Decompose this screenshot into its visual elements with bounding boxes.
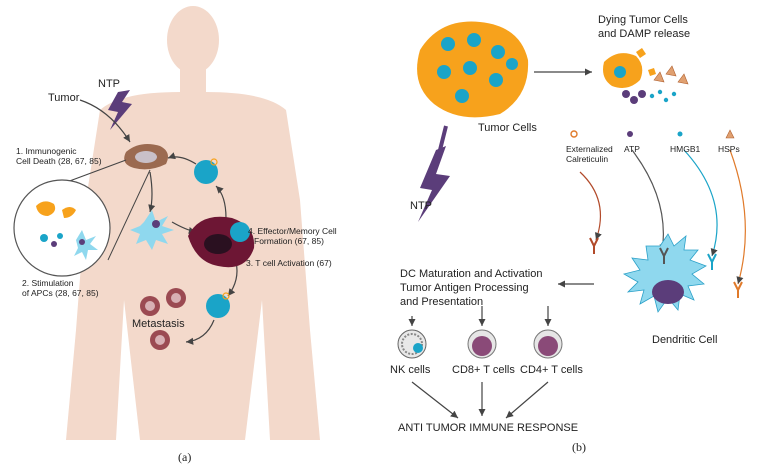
dc-label-line1: DC Maturation and Activation (400, 268, 543, 280)
hsps-label: HSPs (718, 144, 740, 154)
ntp-label-b: NTP (410, 200, 432, 212)
step1-label-line2: Cell Death (28, 67, 85) (16, 156, 102, 166)
cd8-label: CD8+ T cells (452, 364, 515, 376)
ntp-lightning-icon-b (418, 146, 450, 222)
hsps-path (729, 149, 746, 285)
step2-label-line1: 2. Stimulation (22, 278, 74, 288)
hmgb1-label: HMGB1 (670, 144, 701, 154)
calreticulin-label-line1: Externalized (566, 144, 613, 154)
metastasis-label: Metastasis (132, 318, 185, 330)
metastasis-cells (140, 288, 186, 350)
tumor-cells-label: Tumor Cells (478, 122, 537, 134)
calreticulin-label-line2: Calreticulin (566, 154, 609, 164)
dc-label-line2: Tumor Antigen Processing (400, 282, 529, 294)
atp-icon (627, 131, 633, 137)
step4-label-line1: 4. Effector/Memory Cell (248, 226, 337, 236)
step2-label-line2: of APCs (28, 67, 85) (22, 288, 99, 298)
arrow-activation-to-effector (215, 185, 227, 219)
dendritic-cell-label: Dendritic Cell (652, 334, 718, 346)
hsps-icon (725, 129, 735, 139)
t-cell-lower (206, 292, 230, 318)
dendritic-cell (589, 233, 743, 313)
tumor-cells-cluster (417, 21, 529, 118)
nk-label: NK cells (390, 364, 431, 376)
cd4-label: CD4+ T cells (520, 364, 583, 376)
hmgb1-path (683, 149, 718, 257)
tumor-arrow (79, 99, 131, 143)
arrow-cd4-to-response (505, 381, 549, 419)
zoom-circle (13, 159, 151, 277)
arrow-effector-to-tumor (167, 152, 197, 165)
step3-label: 3. T cell Activation (67) (246, 258, 332, 268)
activated-tumor-cluster (188, 216, 255, 268)
cd4-t-cell (533, 329, 563, 359)
step4-label-line2: Formation (67, 85) (254, 236, 324, 246)
hmgb1-icon (677, 131, 683, 137)
step1-label-line1: 1. Immunogenic (16, 146, 77, 156)
ntp-lightning-icon (108, 90, 132, 130)
tumor-label: Tumor (48, 92, 80, 104)
cd8-t-cell (467, 329, 497, 359)
dc-label-line3: and Presentation (400, 296, 484, 308)
dying-tumor-cells (603, 48, 689, 104)
dying-label-line2: and DAMP release (598, 28, 691, 40)
response-label: ANTI TUMOR IMMUNE RESPONSE (398, 422, 579, 434)
calreticulin-path (579, 171, 602, 241)
dying-label-line1: Dying Tumor Cells (598, 14, 688, 26)
calreticulin-icon (570, 130, 578, 138)
ntp-label: NTP (98, 78, 120, 90)
arrow-nk-to-response (411, 381, 459, 419)
human-body-silhouette (66, 6, 320, 440)
caption-b: (b) (572, 440, 586, 454)
atp-label: ATP (624, 144, 640, 154)
nk-cell (397, 329, 427, 359)
atp-path (631, 149, 667, 253)
arrow-tumor-to-apc (148, 171, 156, 213)
tumor-cell (124, 144, 168, 170)
apc-dendritic-cell (130, 210, 174, 250)
caption-a: (a) (178, 450, 192, 464)
arrow-tcell-to-metastasis (185, 319, 215, 345)
effector-t-cell (194, 158, 218, 184)
